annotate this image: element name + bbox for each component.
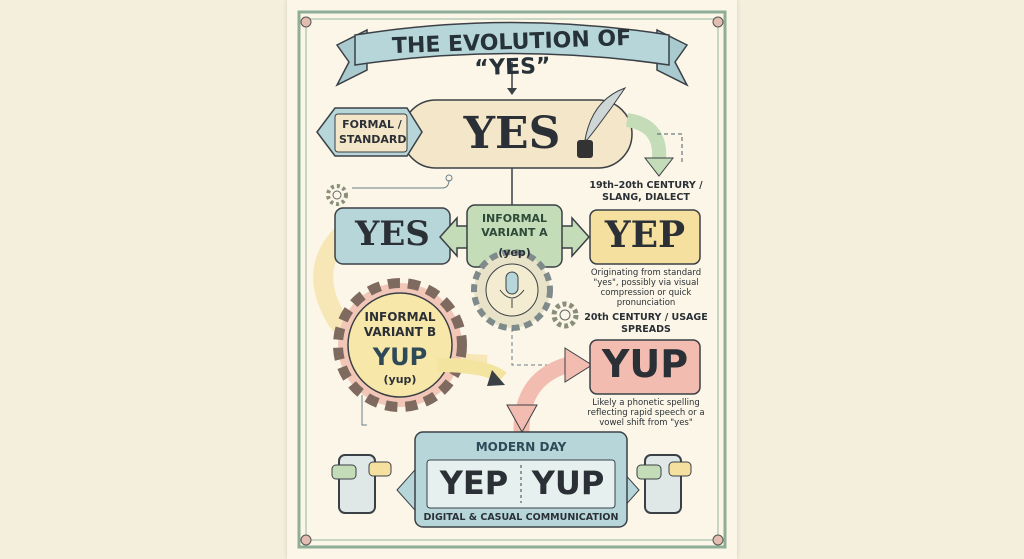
informal-b-sub: (yup) (383, 373, 417, 386)
informal-b-word: YUP (372, 343, 428, 371)
yup-word: YUP (601, 342, 689, 386)
modern-word-left: YEP (439, 464, 509, 502)
yup-note: Likely a phonetic spelling reflecting ra… (587, 398, 705, 428)
microphone-icon (471, 249, 553, 331)
yup-era: 20th CENTURY / USAGE SPREADS (584, 312, 708, 335)
decorative-frame (297, 10, 727, 549)
phone-chat-icon (331, 454, 392, 514)
modern-label: MODERN DAY (475, 440, 567, 454)
phone-chat-icon (636, 454, 692, 514)
gear-icon (551, 301, 579, 329)
gear-icon (326, 184, 348, 206)
informal-a-sub: (yep) (498, 246, 531, 259)
yep-word: YEP (604, 214, 686, 256)
modern-footer: DIGITAL & CASUAL COMMUNICATION (423, 512, 619, 523)
poster-title: THE EVOLUTION OF “YES” (391, 25, 632, 82)
yep-era: 19th–20th CENTURY / SLANG, DIALECT (589, 180, 703, 203)
informal-b-label: INFORMAL VARIANT B (363, 310, 437, 339)
quill-ink-icon (577, 87, 627, 158)
modern-word-right: YUP (531, 464, 605, 502)
source-yes: YES (355, 214, 430, 254)
formal-word: YES (463, 108, 561, 159)
informal-a-label: INFORMAL VARIANT A (481, 212, 548, 239)
infographic-poster: THE EVOLUTION OF “YES” FORMAL / STANDARD… (287, 0, 737, 559)
yep-note: Originating from standard "yes", possibl… (590, 268, 702, 308)
formal-label: FORMAL / STANDARD (339, 118, 407, 146)
